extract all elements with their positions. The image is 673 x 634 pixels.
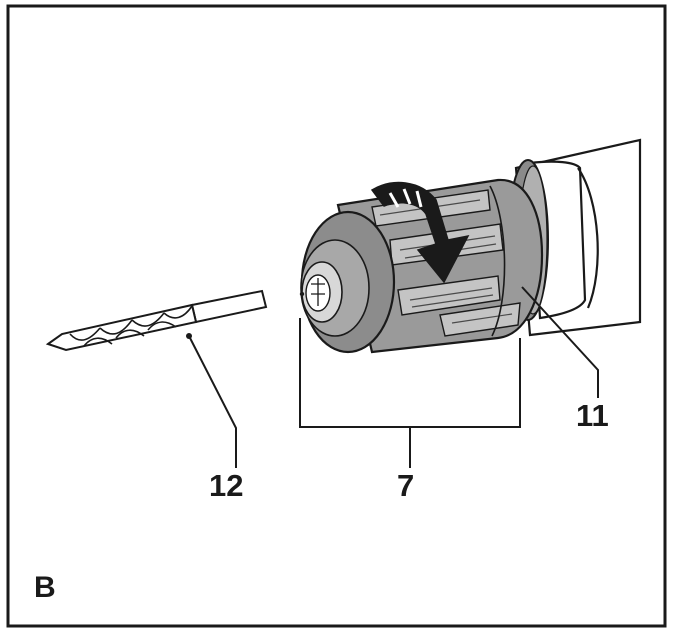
chuck-nose-dot bbox=[299, 291, 305, 297]
panel-letter: B bbox=[34, 571, 56, 604]
figure-frame bbox=[6, 4, 667, 628]
callout-7-label: 7 bbox=[397, 468, 415, 503]
rotation-arrow-icon bbox=[370, 181, 470, 284]
chuck-nose bbox=[299, 210, 396, 354]
callout-12-label: 12 bbox=[209, 468, 244, 503]
callout-leaders bbox=[188, 286, 599, 468]
callout-11-label: 11 bbox=[576, 398, 609, 433]
drill-bit bbox=[45, 289, 268, 352]
